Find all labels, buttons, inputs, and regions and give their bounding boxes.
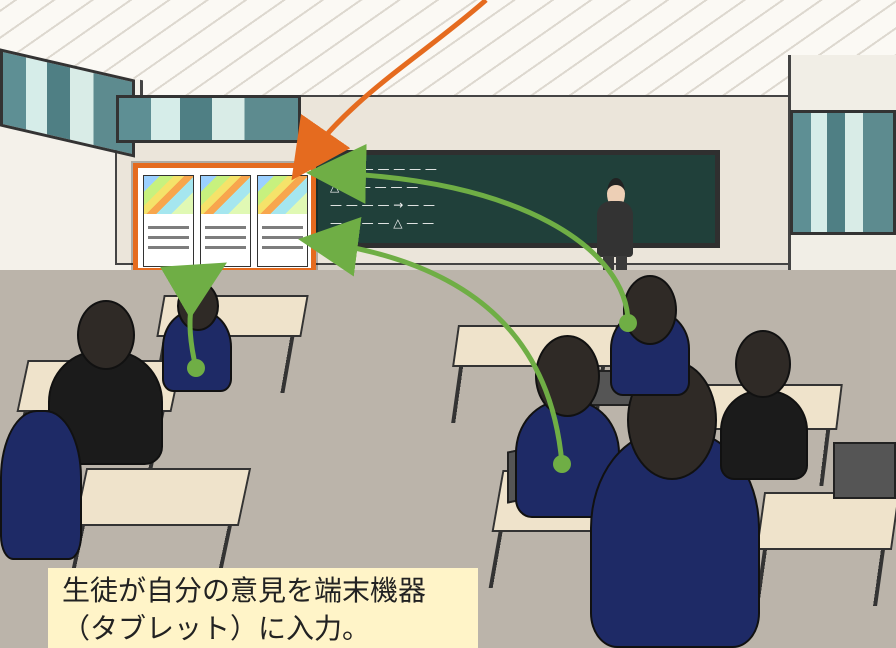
front-transom-window xyxy=(116,95,301,143)
text-line xyxy=(148,236,189,239)
text-line xyxy=(148,226,189,229)
text-line xyxy=(262,236,303,239)
map-thumbnail xyxy=(144,176,193,214)
text-line xyxy=(205,246,246,249)
right-window xyxy=(790,110,896,235)
student-desk xyxy=(755,492,896,550)
student-side-view xyxy=(0,410,82,560)
student-head xyxy=(177,281,219,331)
classroom-caption: 生徒が自分の意見を端末機器 （タブレット）に入力。 xyxy=(48,568,478,648)
text-line xyxy=(205,226,246,229)
tablet-response-card xyxy=(257,175,308,267)
text-line xyxy=(148,246,189,249)
highlighted-projected-screen xyxy=(133,163,316,273)
chalkboard-writing: — — — — — — — △ — — — — — — — — — → — — … xyxy=(330,162,437,230)
tablet-response-card xyxy=(200,175,251,267)
text-line xyxy=(205,236,246,239)
map-thumbnail xyxy=(258,176,307,214)
text-line xyxy=(262,226,303,229)
student-head xyxy=(535,335,600,417)
student-head xyxy=(77,300,135,370)
student-back-view xyxy=(720,390,808,480)
laptop xyxy=(833,442,896,499)
student-desk xyxy=(73,468,252,526)
caption-line-2: （タブレット）に入力。 xyxy=(62,612,371,645)
text-line xyxy=(262,246,303,249)
student-head xyxy=(735,330,791,398)
student-head xyxy=(623,275,677,345)
caption-line-1: 生徒が自分の意見を端末機器 xyxy=(62,574,427,607)
tablet-response-card xyxy=(143,175,194,267)
map-thumbnail xyxy=(201,176,250,214)
teacher-body xyxy=(597,201,633,257)
